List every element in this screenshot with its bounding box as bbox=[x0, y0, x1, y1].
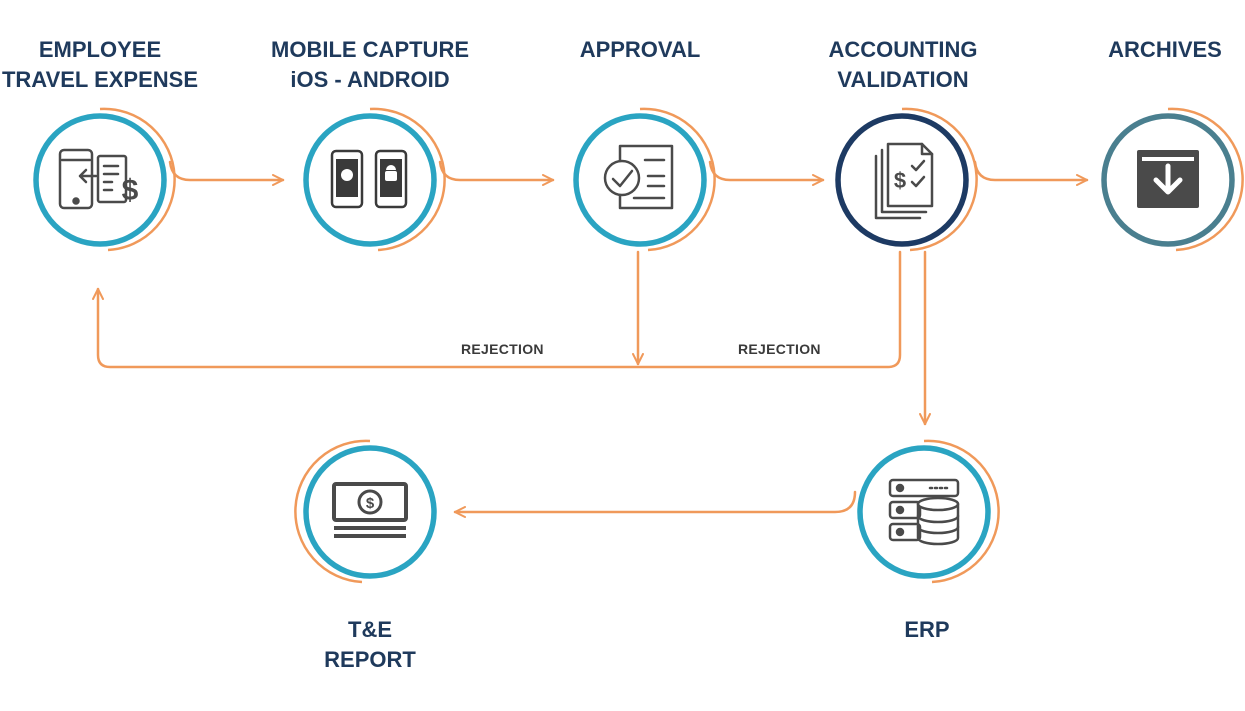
svg-text:$: $ bbox=[122, 174, 139, 207]
label-mobile-capture: MOBILE CAPTURE iOS - ANDROID bbox=[271, 37, 469, 92]
label-te-report: T&E REPORT bbox=[324, 617, 416, 672]
rejection-label-accounting: REJECTION bbox=[738, 341, 821, 357]
arrow-erp-to-report bbox=[453, 490, 857, 518]
label-approval: APPROVAL bbox=[579, 37, 701, 62]
step-accounting: $ bbox=[835, 107, 978, 252]
ios-android-phones-icon bbox=[330, 149, 408, 209]
label-erp: ERP bbox=[904, 617, 950, 642]
label-accounting-validation: ACCOUNTING VALIDATION bbox=[828, 37, 978, 92]
step-erp bbox=[857, 439, 1000, 584]
step-mobile bbox=[303, 107, 446, 252]
rejection-line bbox=[92, 250, 902, 369]
arrow-mobile-to-approval bbox=[438, 160, 555, 186]
validated-documents-icon bbox=[874, 142, 934, 220]
step-approval bbox=[573, 107, 716, 252]
arrow-accounting-to-archives bbox=[973, 160, 1089, 186]
label-archives: ARCHIVES bbox=[1108, 37, 1222, 62]
step-employee: $ bbox=[33, 107, 176, 252]
money-report-icon bbox=[332, 482, 408, 538]
rejection-label-approval: REJECTION bbox=[461, 341, 544, 357]
step-archives bbox=[1101, 107, 1244, 252]
database-server-icon bbox=[888, 478, 960, 546]
phone-invoice-icon bbox=[58, 148, 128, 210]
archive-box-icon bbox=[1137, 150, 1199, 208]
svg-text:$: $ bbox=[894, 168, 906, 193]
label-employee: EMPLOYEE TRAVEL EXPENSE bbox=[1, 37, 198, 92]
svg-text:$: $ bbox=[366, 495, 375, 512]
arrow-approval-to-accounting bbox=[708, 160, 825, 186]
arrow-employee-to-mobile bbox=[168, 160, 285, 186]
step-report: $ bbox=[294, 439, 437, 584]
approved-document-icon bbox=[603, 144, 674, 210]
